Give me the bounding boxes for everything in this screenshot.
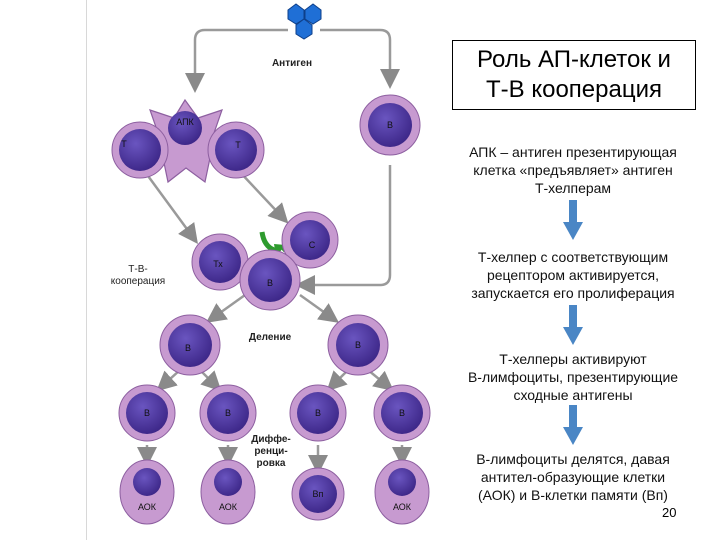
page-number: 20 (662, 505, 677, 520)
slide-title: Роль АП-клеток и Т-В кооперация (477, 46, 671, 103)
cell-t-right (207, 121, 265, 179)
division-label: Деление (248, 332, 292, 343)
b-gen3-cell-label: В (314, 408, 322, 418)
t-left-cell-label: Т (121, 139, 127, 149)
tb-cooperation-label: Т-В- кооперация (110, 264, 166, 287)
cell-c (281, 211, 339, 269)
down-arrow-icon (563, 405, 583, 445)
cell-apc-nucleus (168, 111, 202, 145)
cell-b-div-right (327, 314, 389, 376)
cell-b-gen2 (199, 384, 257, 442)
cell-b-gen1 (118, 384, 176, 442)
cell-aok1 (119, 459, 175, 525)
cell-th (191, 233, 249, 291)
b-div-left-cell-label: В (184, 343, 192, 353)
cell-b-div-left (159, 314, 221, 376)
bp-cell-label: Вп (312, 489, 324, 499)
b-gen2-cell-label: В (224, 408, 232, 418)
cell-aok3 (374, 459, 430, 525)
aok3-cell-label: АОК (392, 502, 412, 512)
cell-t-left (111, 121, 169, 179)
th-cell-label: Тх (213, 259, 223, 269)
aok1-cell-label: АОК (137, 502, 157, 512)
cell-b-top (359, 94, 421, 156)
down-arrow-icon (563, 200, 583, 240)
b-gen1-cell-label: В (143, 408, 151, 418)
b-top-cell-label: В (386, 120, 394, 130)
antigen-label: Антиген (271, 58, 313, 69)
connector-arrows (137, 28, 412, 475)
differentiation-label: Диффе- ренци- ровка (251, 434, 291, 469)
down-arrow-icon (563, 305, 583, 345)
title-box: Роль АП-клеток и Т-В кооперация (452, 40, 696, 110)
cell-aok2 (200, 459, 256, 525)
t-right-cell-label: Т (235, 140, 241, 150)
step-4-text: В-лимфоциты делятся, давая антител-образ… (476, 451, 670, 503)
apc-cell-label: АПК (176, 117, 194, 127)
b-center-cell-label: В (266, 278, 274, 288)
b-gen4-cell-label: В (398, 408, 406, 418)
c-cell-label: С (308, 240, 316, 250)
cell-b-gen3 (289, 384, 347, 442)
step-2-text: Т-хелпер с соответствующим рецептором ак… (471, 249, 675, 301)
aok2-cell-label: АОК (218, 502, 238, 512)
step-3-text: Т-хелперы активируют В-лимфоциты, презен… (467, 351, 679, 403)
cell-bp (291, 467, 345, 521)
cell-b-center (239, 249, 301, 311)
b-div-right-cell-label: В (354, 340, 362, 350)
step-1-text: АПК – антиген презентирующая клетка «пре… (469, 144, 677, 196)
antigen-icon (287, 3, 322, 40)
cell-b-gen4 (373, 384, 431, 442)
